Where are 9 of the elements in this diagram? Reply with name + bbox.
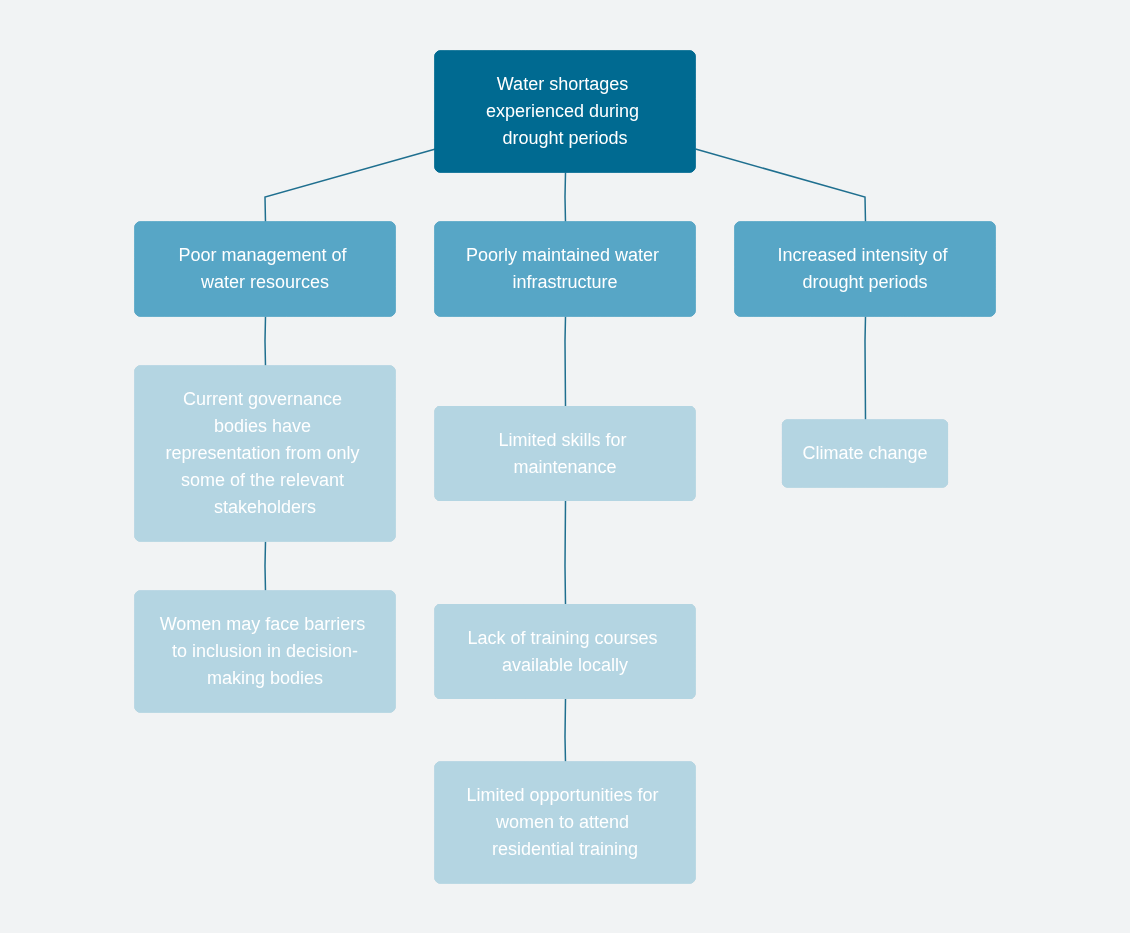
connector [564,499,567,606]
connector [694,147,867,223]
connector [564,315,567,408]
connector [264,540,267,592]
connector [264,315,267,367]
connector [264,147,437,223]
connector [564,697,567,763]
connector [864,315,867,421]
connector [564,171,567,223]
